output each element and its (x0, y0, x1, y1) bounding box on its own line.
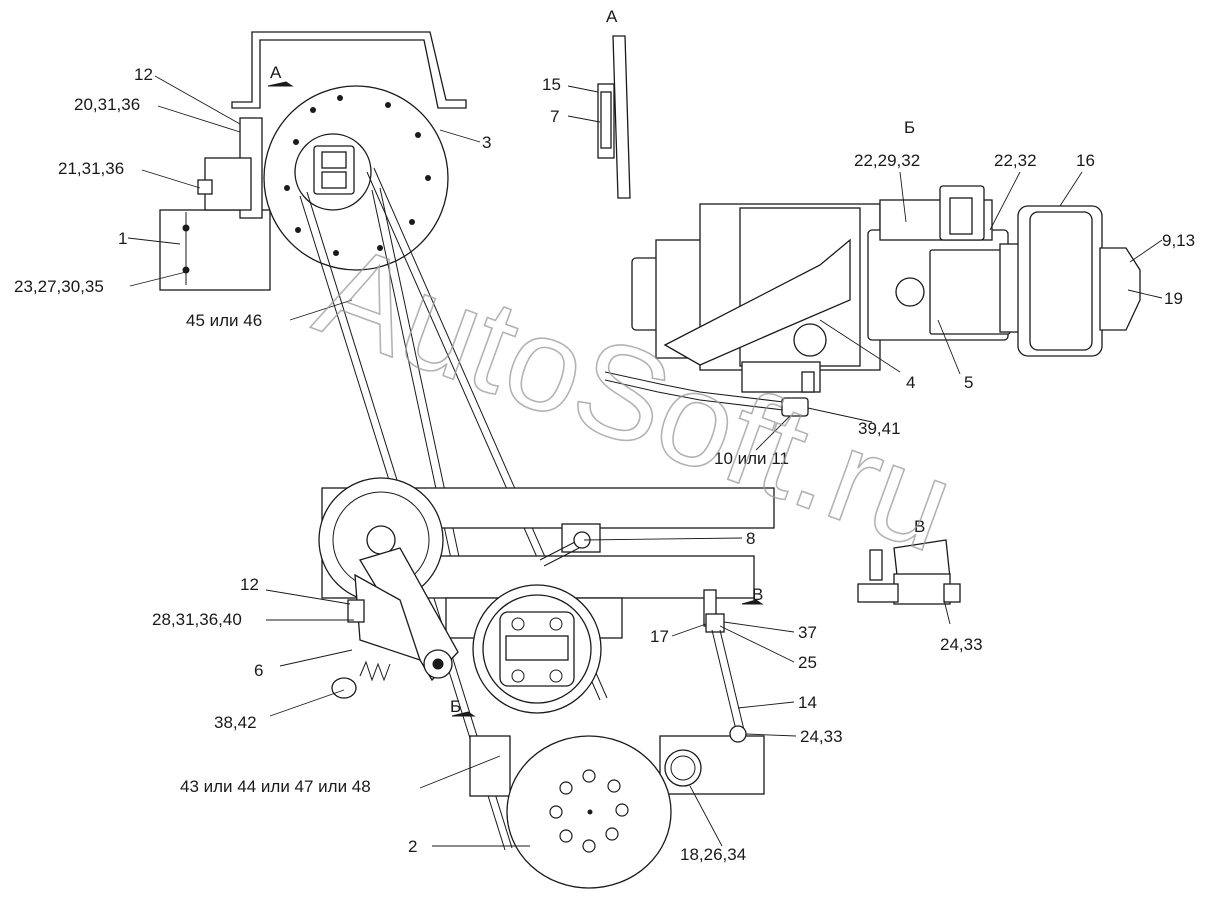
callout-24-33-right: 24,33 (940, 635, 983, 654)
callout-39-41: 39,41 (858, 419, 901, 438)
callout-6: 6 (254, 661, 263, 680)
section-a-detail (597, 35, 631, 199)
callout-24-33-bottom: 24,33 (800, 727, 843, 746)
crank-pulley-assembly (469, 735, 765, 889)
callout-8: 8 (746, 529, 755, 548)
callout-12-top: 12 (134, 65, 153, 84)
callout-12-bottom: 12 (240, 575, 259, 594)
callout-25: 25 (798, 653, 817, 672)
tension-rod (703, 589, 747, 743)
callout-5: 5 (964, 373, 973, 392)
callout-45-or-46: 45 или 46 (186, 311, 262, 330)
pump-assembly (604, 185, 1141, 417)
callout-10-or-11: 10 или 11 (714, 449, 789, 468)
callout-22-32: 22,32 (994, 151, 1037, 170)
pump-support-strap (663, 238, 851, 366)
gearbox-plug (895, 277, 925, 307)
section-a-plate (612, 35, 631, 199)
section-v-detail (857, 539, 961, 605)
callout-20-31-36: 20,31,36 (74, 95, 140, 114)
view-v-arrow-label: В (752, 585, 763, 604)
view-b-arrow-label: Б (450, 697, 461, 716)
callout-17: 17 (650, 627, 669, 646)
callout-38-42: 38,42 (214, 713, 257, 732)
frame-beam-1 (159, 209, 271, 291)
callout-14: 14 (798, 693, 817, 712)
callout-labels: 12 20,31,36 21,31,36 1 23,27,30,35 45 ил… (14, 65, 1195, 864)
callout-16: 16 (1076, 151, 1095, 170)
leader-lines (127, 75, 1163, 847)
callout-15: 15 (542, 75, 561, 94)
callout-7: 7 (550, 107, 559, 126)
callout-4: 4 (906, 373, 915, 392)
callout-23-27-30-35: 23,27,30,35 (14, 277, 104, 296)
mounting-bracket (231, 31, 467, 109)
middle-pulley (472, 584, 602, 714)
upper-pulley-assembly (159, 31, 467, 291)
callout-37: 37 (798, 623, 817, 642)
callout-43-44-47-48: 43 или 44 или 47 или 48 (180, 777, 371, 796)
callout-9-13: 9,13 (1162, 231, 1195, 250)
callout-1: 1 (118, 229, 127, 248)
crank-support-left (469, 735, 511, 797)
callout-2: 2 (408, 837, 417, 856)
callout-22-29-32: 22,29,32 (854, 151, 920, 170)
section-v-block (893, 573, 951, 605)
view-marks: А А Б Б В В (267, 7, 925, 717)
view-a-label: А (606, 7, 618, 26)
view-v-label: В (914, 517, 925, 536)
callout-28-31-36-40: 28,31,36,40 (152, 610, 242, 629)
callout-18-26-34: 18,26,34 (680, 845, 746, 864)
callout-19: 19 (1164, 289, 1183, 308)
view-b-label: Б (904, 118, 915, 137)
callout-3: 3 (482, 133, 491, 152)
tensioner-bolt (347, 599, 365, 623)
clamp-bolt (197, 179, 213, 195)
output-hub (1099, 247, 1141, 331)
coupling-ring (999, 243, 1021, 333)
tensioner-assembly (318, 477, 459, 699)
gearbox-cover (929, 249, 1011, 335)
view-a-arrow-label: А (270, 63, 282, 82)
callout-21-31-36: 21,31,36 (58, 159, 124, 178)
